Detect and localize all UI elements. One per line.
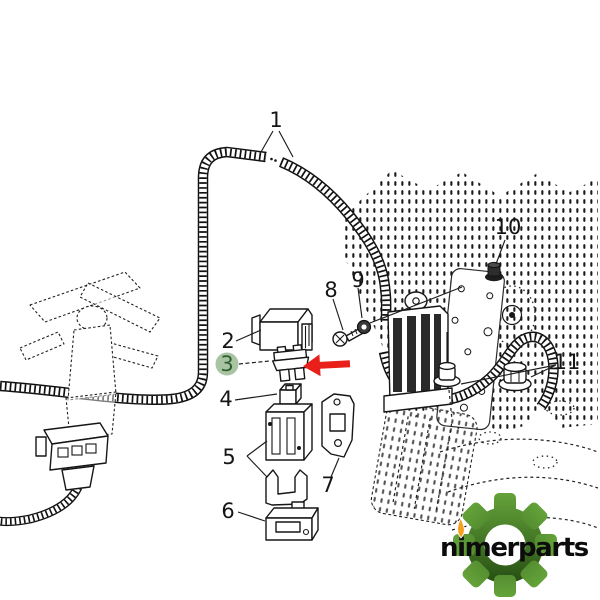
callout-label-8[interactable]: 8	[324, 278, 337, 302]
wiring-harness-cable	[0, 152, 554, 522]
callout-label-6[interactable]: 6	[221, 499, 234, 523]
part-11-grommet-left	[433, 332, 461, 421]
red-arrow-pointer	[303, 354, 351, 377]
brand-logo[interactable]: nimerparts	[440, 493, 590, 597]
part-6-cover	[265, 501, 319, 541]
callout-3-highlight-badge	[215, 352, 239, 376]
harness-connector-block	[35, 422, 109, 491]
harness-relay-block	[383, 291, 453, 413]
callout-label-10[interactable]: 10	[495, 215, 522, 239]
gear-icon	[453, 493, 557, 597]
callout-label-7[interactable]: 7	[321, 473, 334, 497]
callout-leader-lines	[234, 130, 557, 522]
flame-accent-icon	[457, 516, 465, 539]
part-7-bracket-plate	[321, 393, 355, 458]
callout-label-1[interactable]: 1	[269, 108, 282, 132]
part-5-connector-housing	[265, 403, 313, 461]
engine-pan	[370, 402, 478, 526]
callout-labels: 1 2 3 4 5 6 7 8 9 10 11	[219, 108, 580, 523]
callout-label-2[interactable]: 2	[221, 329, 234, 353]
callout-label-9[interactable]: 9	[351, 268, 364, 292]
callout-label-3[interactable]: 3	[220, 352, 233, 376]
steering-column-assembly	[19, 271, 161, 439]
callout-label-5[interactable]: 5	[222, 445, 235, 469]
callout-label-4[interactable]: 4	[219, 387, 232, 411]
part-11-grommet-right	[498, 361, 532, 392]
part-9-washer	[356, 319, 372, 335]
screw-axis-line	[369, 286, 463, 324]
part-10-grommet	[485, 261, 503, 282]
brand-wordmark: nimerparts	[440, 533, 589, 563]
part-2-relay	[251, 308, 313, 353]
part-4-clip	[279, 383, 302, 405]
part-3-blade-fuse	[271, 344, 310, 382]
callout-label-11[interactable]: 11	[554, 350, 581, 374]
